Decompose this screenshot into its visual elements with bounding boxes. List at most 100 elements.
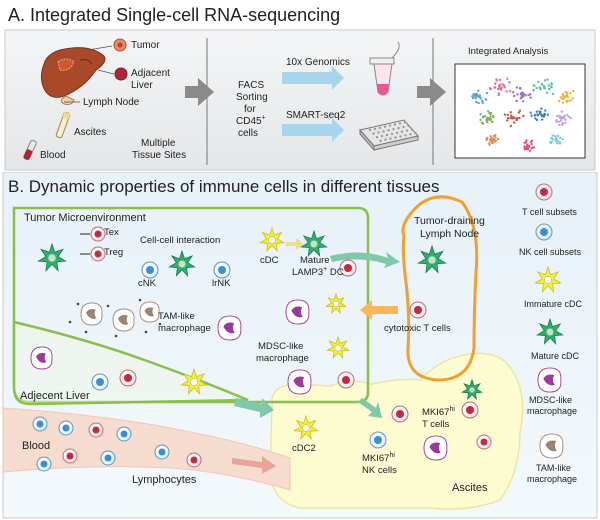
umap-point <box>561 138 564 141</box>
umap-point <box>521 93 524 96</box>
plate-well <box>392 128 395 131</box>
plate-well <box>402 125 405 129</box>
umap-point <box>506 77 509 81</box>
umap-point <box>563 114 566 118</box>
tam-dot <box>114 334 118 338</box>
umap-point <box>481 99 484 103</box>
umap-point <box>535 86 538 90</box>
tam-macrophage-icon <box>139 301 160 323</box>
umap-point <box>515 117 518 121</box>
arrow-to-analysis <box>417 78 446 106</box>
umap-point <box>532 146 536 149</box>
umap-point <box>477 101 480 105</box>
mdsc-macrophage-icon <box>423 435 448 461</box>
label-treg: Treg <box>104 247 124 258</box>
label-mature: Mature <box>300 255 330 266</box>
umap-point <box>474 95 477 98</box>
microtube-icon <box>369 41 400 96</box>
label-blood: Blood <box>40 150 66 161</box>
plate-well <box>387 129 390 132</box>
facs-line3: for <box>244 104 256 115</box>
label-cnk: cNK <box>138 278 156 289</box>
plate-well <box>398 122 402 125</box>
adjacent-liver-icon <box>114 67 128 81</box>
umap-point <box>472 96 475 100</box>
tam-dot <box>68 320 72 324</box>
umap-point <box>550 82 553 85</box>
umap-point <box>535 118 539 122</box>
umap-point <box>546 78 549 81</box>
label-mki67-t-cells: T cells <box>422 419 450 430</box>
label-blood-b: Blood <box>22 440 51 452</box>
umap-point <box>527 145 531 148</box>
legend-t-cell-icon <box>535 183 553 201</box>
plate-well <box>400 130 404 133</box>
umap-point <box>566 114 569 117</box>
umap-point <box>494 136 497 139</box>
plate-well <box>394 136 397 139</box>
tam-dot <box>138 298 142 302</box>
facs-line5: cells <box>238 128 259 139</box>
umap-point <box>538 86 541 90</box>
umap-point <box>561 116 564 120</box>
umap-point <box>489 115 492 118</box>
arrow-from-lymph-node <box>360 300 398 320</box>
umap-point <box>543 87 547 90</box>
tam-dot <box>84 330 88 334</box>
tumor-icon-core <box>117 42 123 48</box>
panel-b-title: B. Dynamic properties of immune cells in… <box>8 177 440 196</box>
tumor-pointer-line <box>87 45 113 51</box>
umap-point <box>513 121 516 124</box>
umap-point <box>532 84 535 87</box>
legend-tam-icon <box>539 433 564 459</box>
umap-point <box>523 141 526 144</box>
label-smart-seq2: SMART-seq2 <box>286 110 346 121</box>
umap-point <box>532 88 535 92</box>
plate-well <box>390 132 394 136</box>
plate-well <box>373 127 377 131</box>
umap-point <box>557 120 560 124</box>
panel-b: B. Dynamic properties of immune cells in… <box>0 172 600 520</box>
umap-point <box>509 124 513 128</box>
adjacent-pointer-line <box>97 69 115 75</box>
umap-point <box>562 94 565 97</box>
umap-point <box>543 113 547 116</box>
umap-point <box>556 142 559 145</box>
legend-tam-macrophage-label: macrophage <box>527 474 578 484</box>
tam-dot <box>144 330 148 334</box>
label-ascites-b: Ascites <box>452 482 488 494</box>
nk-cell-icon <box>116 426 132 442</box>
umap-point <box>475 92 478 96</box>
umap-point <box>567 115 571 119</box>
cytotoxic-t-cell-icon <box>409 301 427 319</box>
arrow-to-facs <box>185 78 214 106</box>
umap-point <box>479 118 482 122</box>
umap-point <box>488 87 492 90</box>
umap-point <box>537 80 540 84</box>
umap-point <box>558 142 561 145</box>
umap-point <box>558 123 561 127</box>
umap-point <box>494 82 497 85</box>
umap-point <box>510 114 513 117</box>
umap-point <box>555 139 559 142</box>
umap-point <box>536 114 539 117</box>
mdsc-macrophage-icon <box>287 369 312 395</box>
legend-immature-cdc-label: Immature cDC <box>524 299 583 309</box>
plate-well <box>393 123 397 126</box>
legend-mdsc-macrophage-label: macrophage <box>527 406 578 416</box>
umap-point <box>489 135 492 138</box>
umap-point <box>513 94 516 98</box>
label-mki67-nk-cells: NK cells <box>362 465 397 476</box>
mature-cdc-icon <box>37 242 67 272</box>
lymph-node-icon <box>60 95 80 105</box>
plate-well <box>385 133 389 137</box>
umap-point <box>492 134 496 138</box>
umap-point <box>559 119 563 122</box>
legend-mdsc-label: MDSC-like <box>529 395 573 405</box>
umap-point <box>533 114 537 117</box>
umap-point <box>559 96 562 99</box>
umap-point <box>488 138 492 141</box>
immature-cdc-icon <box>259 226 285 252</box>
umap-point <box>554 134 557 138</box>
umap-point <box>559 136 562 139</box>
